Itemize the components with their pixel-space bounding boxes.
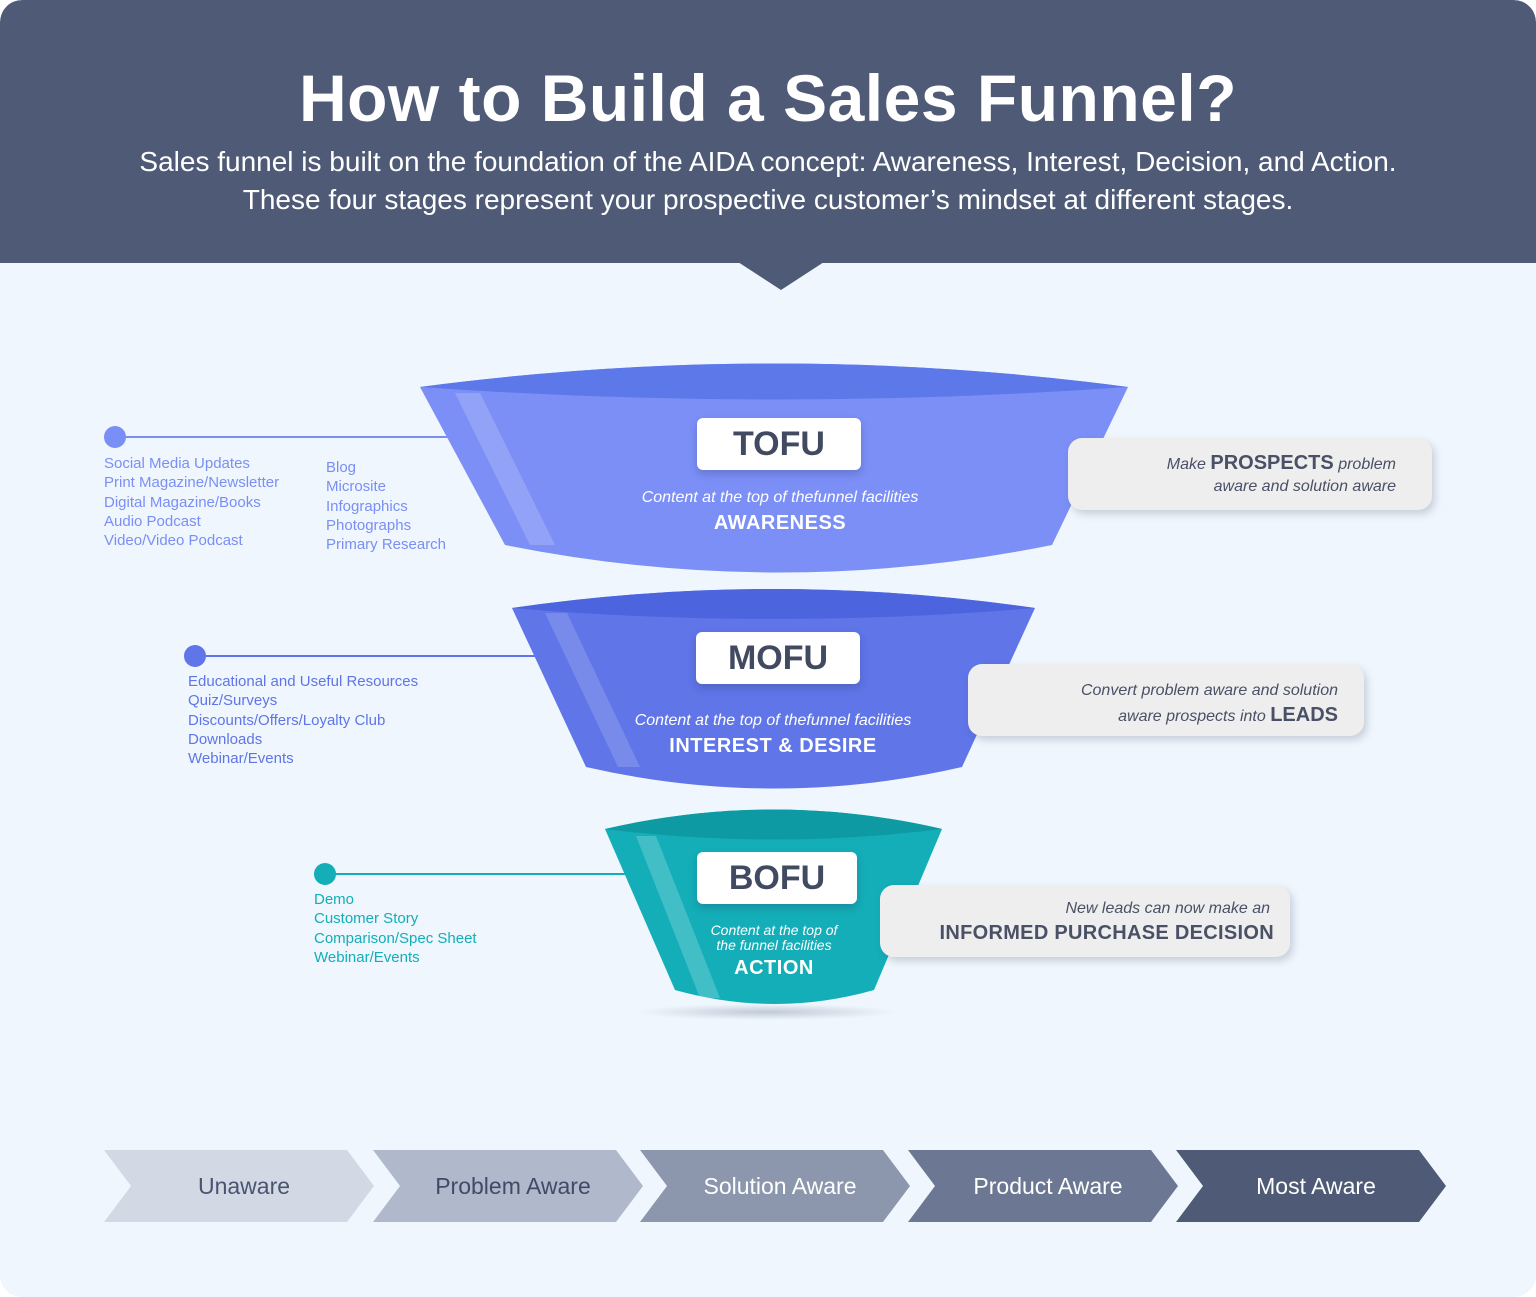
bofu-funnel-rim <box>605 809 942 840</box>
bofu-callout-line1: New leads can now make an <box>1065 900 1270 917</box>
tofu-connector-dot <box>104 426 126 448</box>
mofu-callout: Convert problem aware and solution aware… <box>968 664 1364 736</box>
tofu-callout-line2: aware and solution aware <box>1213 478 1396 495</box>
awareness-arrow-product-aware: Product Aware <box>908 1150 1178 1222</box>
tofu-content-item: Photographs <box>326 516 412 534</box>
tofu-content-item: Digital Magazine/Books <box>104 493 261 511</box>
mofu-content-item: Educational and Useful Resources <box>188 673 419 690</box>
mofu-content-item: Downloads <box>188 730 263 748</box>
bofu-funnel-highlight <box>636 836 720 998</box>
page-subtitle: Sales funnel is built on the foundation … <box>0 143 1536 219</box>
tofu-content-item: Infographics <box>326 497 408 515</box>
bofu-content-item: Demo <box>314 891 355 908</box>
mofu-label: MOFU <box>696 632 860 684</box>
bofu-callout-bold: INFORMED PURCHASE DECISION <box>939 922 1274 944</box>
bofu-callout: New leads can now make an INFORMED PURCH… <box>880 885 1290 957</box>
tofu-stage-name: AWARENESS <box>713 512 847 534</box>
bofu-shadow <box>637 1004 897 1020</box>
awareness-label-most-aware: Most Aware <box>1256 1172 1376 1199</box>
tofu-content-item: Video/Video Podcast <box>104 532 243 550</box>
bofu-connector-dot <box>314 863 336 885</box>
mofu-callout-line1: Convert problem aware and solution <box>1080 682 1338 699</box>
tofu-content-item: Social Media Updates <box>104 455 250 472</box>
mofu-funnel-body <box>512 589 1035 789</box>
tofu-content-item: Print Magazine/Newsletter <box>104 474 280 492</box>
mofu-connector-dot <box>184 645 206 667</box>
mofu-content-item: Webinar/Events <box>188 750 294 768</box>
subtitle-line-2: These four stages represent your prospec… <box>242 184 1294 215</box>
bofu-caption-line-2: the funnel facilities <box>716 937 832 953</box>
mofu-funnel-rim <box>512 589 1035 619</box>
mofu-content-item: Discounts/Offers/Loyalty Club <box>188 711 386 729</box>
mofu-caption: Content at the top of thefunnel faciliti… <box>634 712 912 729</box>
subtitle-line-1: Sales funnel is built on the foundation … <box>139 146 1397 177</box>
header-banner: How to Build a Sales Funnel? Sales funne… <box>0 0 1536 263</box>
tofu-content-item: Microsite <box>326 478 387 496</box>
tofu-funnel-highlight <box>455 393 555 545</box>
tofu-label: TOFU <box>697 418 861 470</box>
bofu-label: BOFU <box>697 852 857 904</box>
bofu-funnel-body <box>605 809 942 1004</box>
awareness-label-solution-aware: Solution Aware <box>703 1172 857 1199</box>
mofu-content-item: Quiz/Surveys <box>188 692 278 710</box>
mofu-callout-pre: aware prospects into <box>1118 708 1266 725</box>
awareness-label-problem-aware: Problem Aware <box>435 1172 591 1199</box>
tofu-caption: Content at the top of thefunnel faciliti… <box>641 489 919 506</box>
tofu-callout-pre: Make <box>1166 456 1206 473</box>
page-title: How to Build a Sales Funnel? <box>298 61 1238 135</box>
bofu-caption-line-1: Content at the top of <box>710 922 838 938</box>
tofu-content-item: Audio Podcast <box>104 512 201 530</box>
bofu-content-item: Webinar/Events <box>314 948 420 966</box>
awareness-label-unaware: Unaware <box>197 1172 291 1199</box>
awareness-label-product-aware: Product Aware <box>973 1172 1123 1199</box>
tofu-content-item: Blog <box>326 459 357 476</box>
awareness-arrow-most-aware: Most Aware <box>1176 1150 1446 1222</box>
awareness-arrow-solution-aware: Solution Aware <box>640 1150 910 1222</box>
header-pointer <box>738 262 824 290</box>
awareness-arrow-problem-aware: Problem Aware <box>373 1150 643 1222</box>
tofu-content-item: Primary Research <box>326 536 447 554</box>
tofu-callout-bold: PROSPECTS <box>1210 452 1334 474</box>
bofu-stage-name: ACTION <box>734 957 814 979</box>
mofu-funnel-highlight <box>545 613 640 767</box>
tofu-callout-post: problem <box>1338 456 1396 473</box>
tofu-funnel-rim <box>420 363 1128 400</box>
bofu-content-item: Customer Story <box>314 910 419 928</box>
tofu-callout: Make PROSPECTS problem aware and solutio… <box>1068 438 1432 510</box>
bofu-content-item: Comparison/Spec Sheet <box>314 929 477 947</box>
awareness-arrow-unaware: Unaware <box>104 1150 374 1222</box>
mofu-stage-name: INTEREST & DESIRE <box>669 735 877 757</box>
mofu-callout-bold: LEADS <box>1270 704 1338 726</box>
